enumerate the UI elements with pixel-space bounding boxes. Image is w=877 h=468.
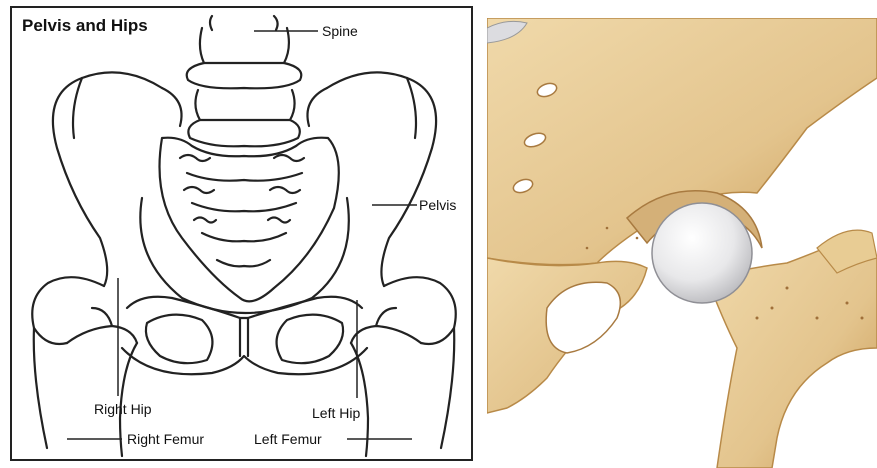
label-right-hip: Right Hip bbox=[94, 401, 152, 417]
label-left-femur: Left Femur bbox=[254, 431, 322, 447]
hip-joint-drawing bbox=[487, 18, 877, 468]
hip-joint-illustration bbox=[487, 18, 877, 468]
pelvis-line-art bbox=[12, 8, 475, 463]
pelvis-line-diagram: Pelvis and Hips Spine Pelvis Right Hip L… bbox=[10, 6, 473, 461]
label-left-hip: Left Hip bbox=[312, 405, 360, 421]
label-pelvis: Pelvis bbox=[419, 197, 456, 213]
label-right-femur: Right Femur bbox=[127, 431, 204, 447]
label-spine: Spine bbox=[322, 23, 358, 39]
diagram-title: Pelvis and Hips bbox=[22, 16, 148, 36]
femoral-head bbox=[652, 203, 752, 303]
